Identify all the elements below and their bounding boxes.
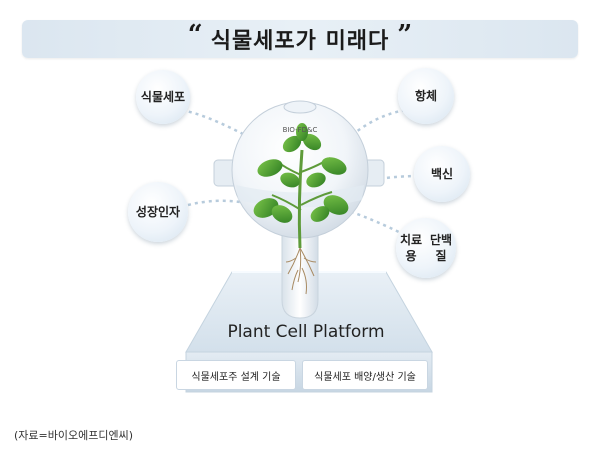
title-banner: “ 식물세포가 미래다 ”: [22, 20, 578, 58]
bubble-label: 백신: [430, 166, 454, 181]
connector-growth-factor: [187, 199, 241, 207]
source-caption: (자료=바이오에프디엔씨): [14, 429, 133, 442]
connector-plant-cell: [181, 108, 246, 137]
bubble-therapeutic-protein: 치료용 단백질: [396, 218, 456, 278]
bubble-label: 성장인자: [135, 204, 181, 219]
platform-title: Plant Cell Platform: [227, 322, 385, 342]
flask-brand-label: BIO-FD&C: [283, 126, 318, 134]
page-title: 식물세포가 미래다: [210, 29, 390, 54]
bubble-antibody: 항체: [398, 68, 454, 124]
bubble-label-line-2: 단백질: [429, 232, 453, 263]
tech-box-cell-line-design: 식물세포주 설계 기술: [176, 360, 296, 390]
plant-illustration: [253, 123, 349, 295]
bubble-label-line-1: 치료용: [399, 232, 423, 263]
bubble-label: 항체: [414, 88, 438, 103]
bubble-growth-factor: 성장인자: [128, 182, 188, 242]
bubble-label: 식물세포: [140, 89, 186, 104]
connector-antibody: [351, 108, 406, 136]
bubble-vaccine: 백신: [414, 146, 470, 202]
open-quote: “: [187, 20, 203, 50]
close-quote: ”: [397, 20, 413, 50]
bubble-plant-cell: 식물세포: [136, 70, 190, 124]
connector-therapeutic-protein: [351, 210, 406, 237]
tech-box-culture-production: 식물세포 배양/생산 기술: [302, 360, 428, 390]
